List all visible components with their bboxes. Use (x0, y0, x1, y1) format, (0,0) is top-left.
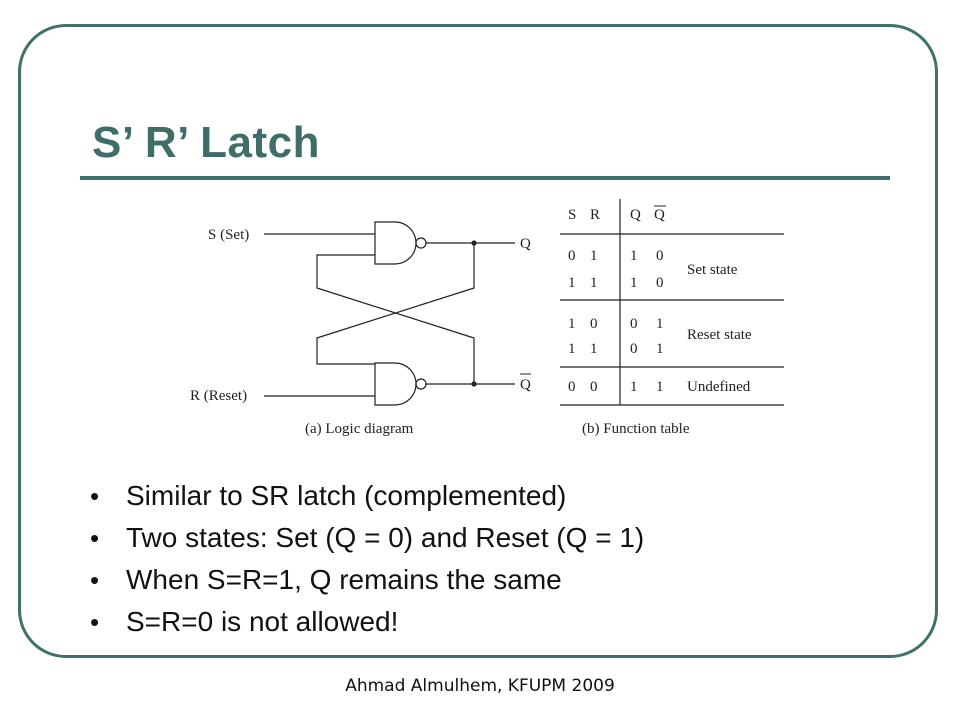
latch-figure-svg: S (Set) R (Reset) Q Q (a) Logic diagram … (190, 199, 784, 437)
bullet-item: • Similar to SR latch (complemented) (88, 475, 644, 517)
bullet-dot-icon: • (90, 481, 100, 511)
bullet-dot-icon: • (90, 565, 100, 595)
table-cell-q: 1 (630, 248, 638, 264)
nand-bubble-bottom (415, 378, 427, 390)
label-q: Q (520, 236, 531, 252)
label-r-reset: R (Reset) (190, 388, 247, 404)
nand-gate-bottom (374, 362, 417, 406)
bullet-list: • Similar to SR latch (complemented) • Two… (88, 475, 644, 643)
state-label-set: Set state (687, 262, 738, 278)
bullet-text: Two states: Set (Q = 0) and Reset (Q = 1… (126, 522, 645, 553)
bullet-text: S=R=0 is not allowed! (126, 606, 399, 637)
state-label-reset: Reset state (687, 327, 752, 343)
logic-diagram (264, 221, 515, 406)
table-cell-r: 1 (590, 248, 598, 264)
bullet-item: • S=R=0 is not allowed! (88, 601, 644, 643)
slide-frame (18, 24, 938, 658)
table-cell-s: 0 (568, 248, 576, 264)
nand-gate-top (374, 221, 417, 265)
nand-bubble-top (415, 237, 427, 249)
label-qbar: Q (520, 377, 531, 393)
function-table: S R Q Q 0 1 1 0 1 1 1 0 1 0 0 1 (560, 199, 784, 406)
table-cell-qbar: 1 (656, 341, 664, 357)
caption-function-table: (b) Function table (582, 421, 690, 437)
table-header-qbar: Q (654, 207, 665, 223)
table-cell-qbar: 0 (656, 248, 664, 264)
table-cell-q: 0 (630, 341, 638, 357)
bullet-item: • Two states: Set (Q = 0) and Reset (Q = … (88, 517, 644, 559)
table-cell-q: 1 (630, 275, 638, 291)
bullet-text: Similar to SR latch (complemented) (126, 480, 567, 511)
table-cell-q: 0 (630, 316, 638, 332)
table-cell-s: 1 (568, 341, 576, 357)
table-cell-qbar: 0 (656, 275, 664, 291)
footer-credit: Ahmad Almulhem, KFUPM 2009 (345, 676, 615, 696)
wire-feedback-qbar (316, 254, 475, 384)
table-cell-q: 1 (630, 379, 638, 395)
table-cell-s: 1 (568, 316, 576, 332)
table-cell-s: 1 (568, 275, 576, 291)
bullet-text: When S=R=1, Q remains the same (126, 564, 562, 595)
junction-dot-qbar (471, 381, 477, 387)
slide-title: S’ R’ Latch (92, 118, 321, 167)
state-label-undefined: Undefined (687, 379, 751, 395)
bullet-dot-icon: • (90, 607, 100, 637)
table-header-r: R (590, 207, 600, 223)
table-cell-r: 1 (590, 275, 598, 291)
table-cell-r: 1 (590, 341, 598, 357)
label-s-set: S (Set) (208, 227, 249, 243)
bullet-item: • When S=R=1, Q remains the same (88, 559, 644, 601)
wire-feedback-q (316, 243, 475, 365)
latch-figure: S (Set) R (Reset) Q Q (a) Logic diagram … (180, 195, 800, 450)
table-cell-r: 0 (590, 379, 598, 395)
table-cell-s: 0 (568, 379, 576, 395)
junction-dot-q (471, 240, 477, 246)
table-header-s: S (568, 207, 576, 223)
table-cell-r: 0 (590, 316, 598, 332)
caption-logic-diagram: (a) Logic diagram (305, 421, 414, 437)
table-cell-qbar: 1 (656, 316, 664, 332)
table-cell-qbar: 1 (656, 379, 664, 395)
title-divider (80, 176, 890, 180)
table-header-q: Q (630, 207, 641, 223)
bullet-dot-icon: • (90, 523, 100, 553)
